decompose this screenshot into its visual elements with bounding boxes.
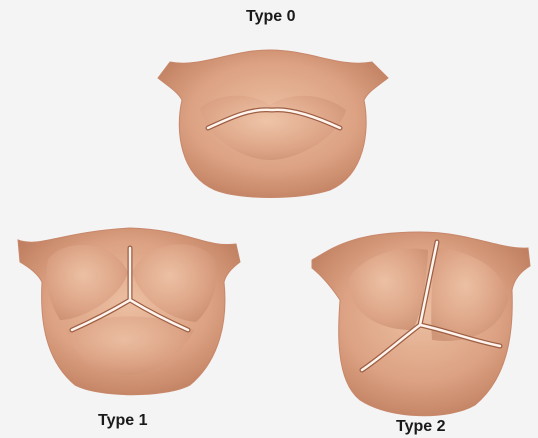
type-1-label: Type 1 <box>98 412 148 430</box>
valve-type-2 <box>312 232 530 416</box>
valve-type-1 <box>18 228 240 395</box>
type-2-label: Type 2 <box>396 418 446 436</box>
type-0-label: Type 0 <box>246 8 296 26</box>
valve-type-0 <box>158 50 388 198</box>
